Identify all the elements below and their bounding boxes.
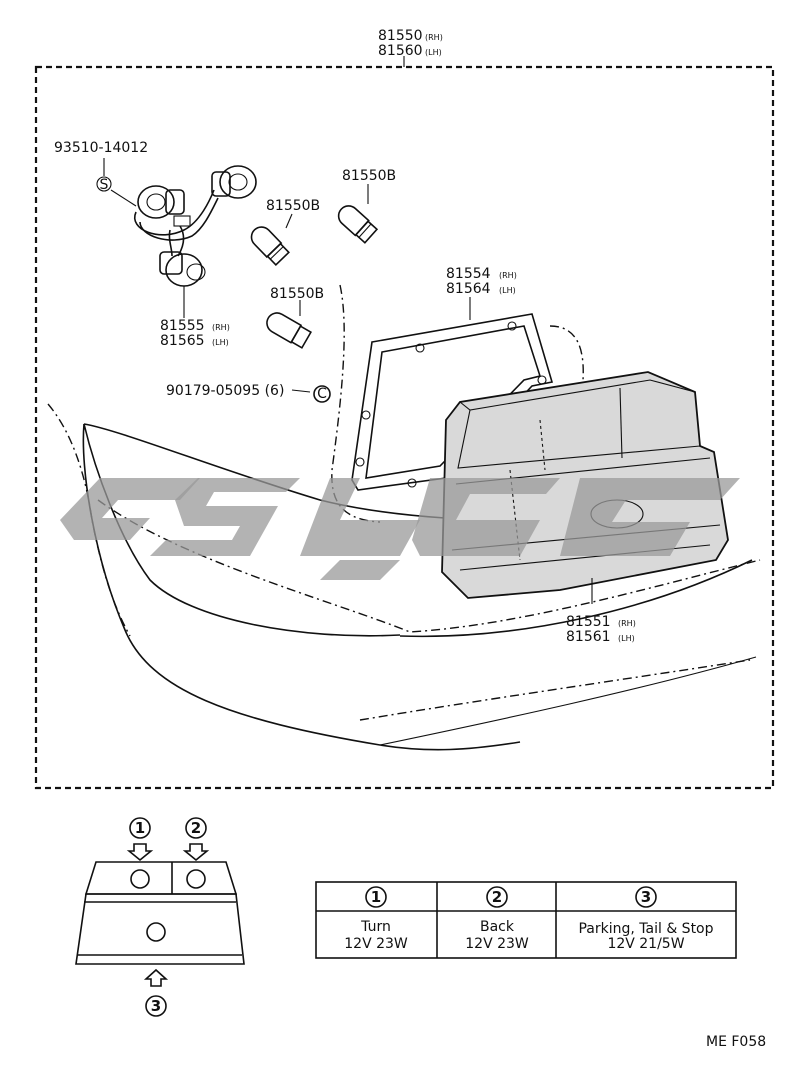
key-diagram <box>75 843 245 987</box>
bulb-mid <box>250 226 290 267</box>
bulb-top <box>337 205 379 244</box>
table-header-1: 1 <box>371 888 381 906</box>
table-cell-back-spec: 12V 23W <box>465 936 529 952</box>
assembly-tag-lh: (LH) <box>425 48 442 57</box>
bulb-mid-leader <box>285 213 293 229</box>
table-header-1-circle <box>365 886 387 908</box>
screw-symbol-circle <box>96 176 112 192</box>
gasket-part-rh: 81554 <box>446 266 491 282</box>
assembly-part-rh: 81550 <box>378 28 423 44</box>
bulb-mid-part: 81550B <box>266 198 320 214</box>
table-cell-turn-spec: 12V 23W <box>344 936 408 952</box>
table-header-3: 3 <box>641 888 651 906</box>
key-marker-3: 3 <box>151 997 161 1015</box>
lens-tag-lh: (LH) <box>618 634 635 643</box>
bulb-top-part: 81550B <box>342 168 396 184</box>
figure-code: ME F058 <box>706 1034 766 1050</box>
lens-tag-rh: (RH) <box>618 619 636 628</box>
assembly-frame <box>34 65 775 790</box>
screw-symbol: S <box>100 177 109 193</box>
screw-part: 93510-14012 <box>54 140 148 156</box>
screw-to-socket-leader <box>110 189 137 207</box>
bulb-low <box>266 312 312 349</box>
assembly-part-lh: 81560 <box>378 43 423 59</box>
table-header-2-circle <box>486 886 508 908</box>
assembly-tag-rh: (RH) <box>425 33 443 42</box>
table-header-3-circle <box>635 886 657 908</box>
gasket-tag-lh: (LH) <box>499 286 516 295</box>
lens-part-lh: 81561 <box>566 629 611 645</box>
watermark-logo <box>60 478 740 580</box>
key-marker-3-circle <box>145 995 167 1017</box>
table-cell-parking: Parking, Tail & Stop <box>578 921 713 937</box>
gasket-part-lh: 81564 <box>446 281 491 297</box>
socket-tag-lh: (LH) <box>212 338 229 347</box>
table-header-2: 2 <box>492 888 502 906</box>
nut-part: 90179-05095 (6) <box>166 383 284 399</box>
socket-part-lh: 81565 <box>160 333 205 349</box>
socket-part-rh: 81555 <box>160 318 205 334</box>
socket-tag-rh: (RH) <box>212 323 230 332</box>
table-cell-back: Back <box>480 919 515 935</box>
socket-harness <box>133 165 257 287</box>
nut-leader <box>291 389 311 393</box>
table-cell-parking-spec: 12V 21/5W <box>607 936 684 952</box>
key-marker-1: 1 <box>135 819 145 837</box>
key-marker-1-circle <box>129 817 151 839</box>
bulb-table <box>315 881 737 959</box>
nut-symbol: C <box>317 386 327 402</box>
key-marker-2-circle <box>185 817 207 839</box>
lens-part-rh: 81551 <box>566 614 611 630</box>
table-cell-turn: Turn <box>360 919 391 935</box>
bulb-low-part: 81550B <box>270 286 324 302</box>
nut-symbol-circle <box>313 385 331 403</box>
key-marker-2: 2 <box>191 819 201 837</box>
gasket-tag-rh: (RH) <box>499 271 517 280</box>
